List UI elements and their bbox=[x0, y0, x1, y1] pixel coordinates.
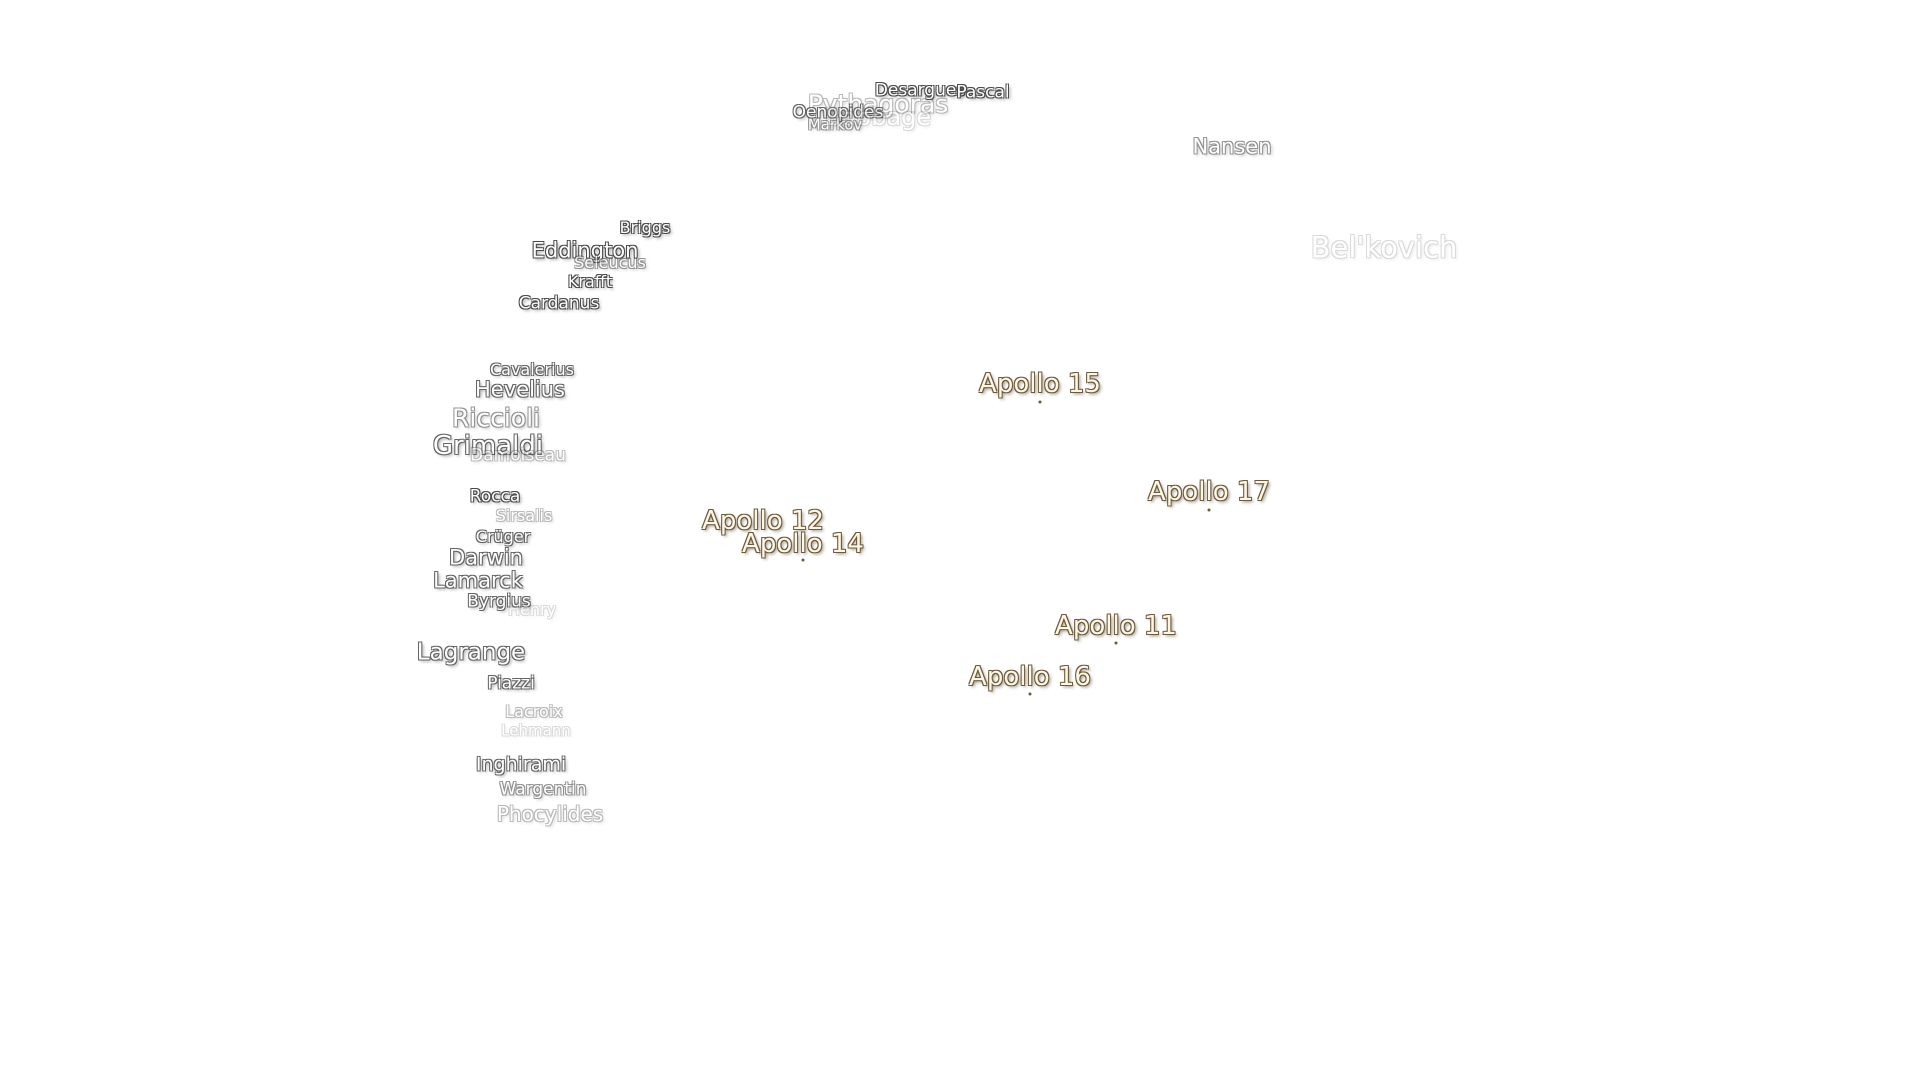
crater-label-cavalerius: Cavalerius bbox=[489, 360, 575, 379]
crater-label-darwin: Darwin bbox=[449, 545, 523, 570]
crater-label-cruger: Crüger bbox=[475, 527, 531, 546]
crater-label-nansen: Nansen bbox=[1192, 134, 1272, 159]
crater-label-riccioli: Riccioli bbox=[452, 403, 540, 433]
landing-label-apollo-15: Apollo 15 bbox=[979, 369, 1101, 399]
crater-label-babbage: Babbage bbox=[824, 103, 932, 131]
crater-label-seleucus: Seleucus bbox=[574, 253, 646, 272]
crater-label-pythagoras: Pythagoras bbox=[807, 89, 949, 119]
crater-label-markov: Markov bbox=[807, 115, 863, 134]
crater-label-piazzi: Piazzi bbox=[487, 673, 535, 694]
crater-label-krafft: Krafft bbox=[567, 272, 613, 291]
crater-label-lehmann: Lehmann bbox=[501, 721, 571, 740]
crater-label-lagrange: Lagrange bbox=[416, 639, 526, 666]
landing-label-apollo-11: Apollo 11 bbox=[1055, 611, 1177, 641]
crater-label-grimaldi: Grimaldi bbox=[432, 431, 544, 461]
landing-site-dot-apollo-16 bbox=[1028, 692, 1032, 696]
crater-label-briggs: Briggs bbox=[619, 218, 671, 237]
crater-label-desargues: Desargues bbox=[874, 80, 966, 101]
landing-label-apollo-16: Apollo 16 bbox=[969, 662, 1091, 692]
crater-label-byrgius: Byrgius bbox=[467, 591, 531, 612]
crater-label-lacroix: Lacroix bbox=[505, 702, 563, 721]
landing-site-dot-apollo-17 bbox=[1207, 508, 1211, 512]
crater-label-wargentin: Wargentin bbox=[499, 779, 587, 800]
crater-label-belkovich: Bel'kovich bbox=[1310, 230, 1458, 265]
crater-label-eddington: Eddington bbox=[531, 238, 639, 263]
crater-label-oenopides: Oenopides bbox=[792, 102, 884, 123]
landing-label-apollo-14: Apollo 14 bbox=[742, 529, 864, 559]
landing-site-dot-apollo-15 bbox=[1038, 400, 1042, 404]
crater-label-phocylides: Phocylides bbox=[496, 802, 604, 826]
crater-label-lamarck: Lamarck bbox=[433, 568, 523, 593]
landing-label-apollo-12: Apollo 12 bbox=[702, 506, 824, 536]
crater-label-sirsalis: Sirsalis bbox=[495, 506, 553, 525]
crater-label-inghirami: Inghirami bbox=[475, 753, 567, 776]
landing-site-dot-apollo-11 bbox=[1114, 641, 1118, 645]
crater-label-henry: Henry bbox=[507, 600, 557, 619]
crater-label-rocca: Rocca bbox=[469, 486, 521, 507]
landing-label-apollo-17: Apollo 17 bbox=[1148, 477, 1270, 507]
crater-label-damoiseau: Damoiseau bbox=[470, 445, 566, 466]
crater-label-cardanus: Cardanus bbox=[518, 293, 600, 314]
crater-label-hevelius: Hevelius bbox=[475, 377, 565, 402]
landing-site-dot-apollo-14 bbox=[801, 558, 805, 562]
crater-label-pascal: Pascal bbox=[956, 82, 1010, 103]
